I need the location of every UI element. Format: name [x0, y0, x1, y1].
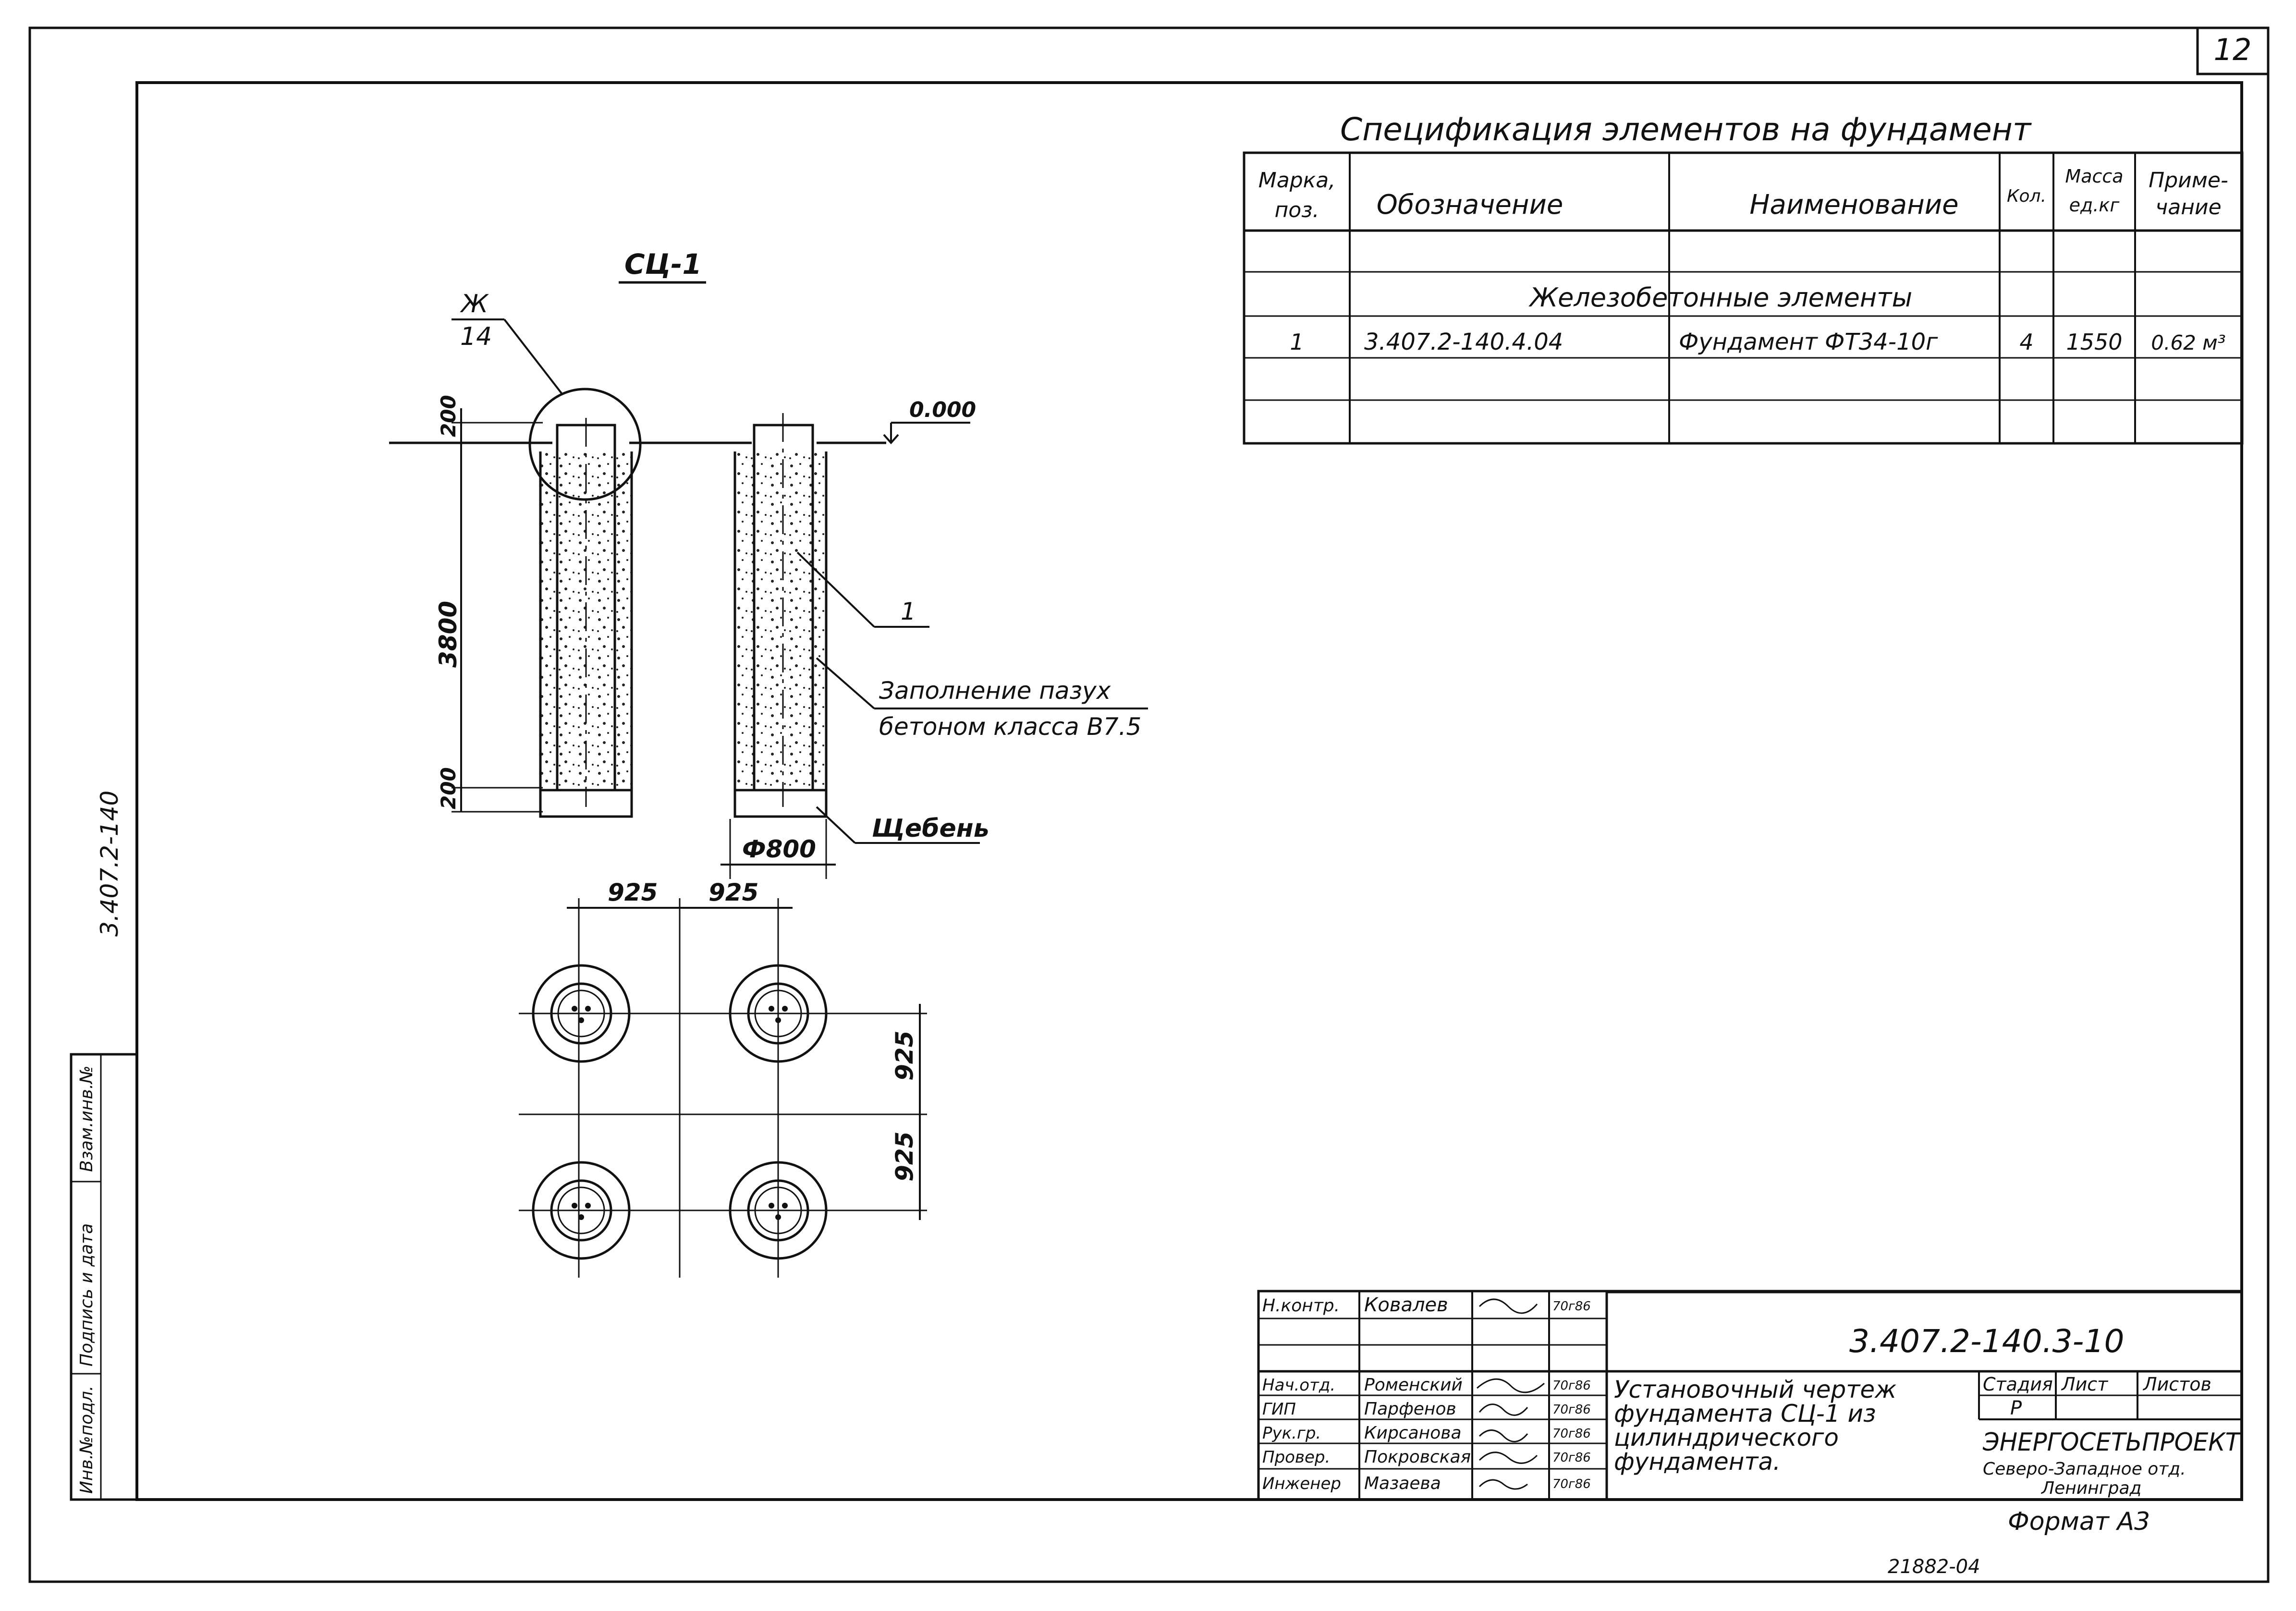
pile-left — [539, 418, 633, 818]
staff-name-3: Кирсанова — [1364, 1423, 1462, 1443]
staff-date-1: 70г86 — [1552, 1379, 1591, 1393]
staff-name-1: Роменский — [1364, 1375, 1463, 1395]
staff-date-3: 70г86 — [1552, 1427, 1591, 1441]
header-mark-1: Марка, — [1258, 168, 1335, 193]
plan-spacing-v2: 925 — [891, 1132, 918, 1182]
branch-line-1: Северо-Западное отд. — [1983, 1459, 2186, 1479]
stage-value: Р — [2010, 1397, 2022, 1419]
header-mass-1: Масса — [2065, 166, 2123, 187]
stage-header: Стадия — [1983, 1374, 2053, 1395]
title-line-1: Установочный чертеж — [1614, 1376, 1896, 1404]
header-name: Наименование — [1749, 189, 1958, 220]
staff-role-3: Рук.гр. — [1262, 1424, 1321, 1443]
staff-role-2: ГИП — [1262, 1400, 1296, 1419]
plan-spacing-2: 925 — [708, 879, 758, 906]
signature-5 — [1478, 1479, 1528, 1490]
signature-2 — [1478, 1404, 1528, 1416]
staff-name-5: Мазаева — [1364, 1474, 1441, 1493]
title-line-4: фундамента. — [1614, 1448, 1781, 1476]
title-block: Н.контр. Ковалев 70г86 Нач.отд. Роменски… — [1257, 1290, 2243, 1501]
row-mass: 1550 — [2066, 329, 2122, 355]
inner-frame — [135, 81, 2243, 1501]
pile-right — [733, 413, 828, 818]
staff-name-2: Парфенов — [1364, 1399, 1456, 1419]
plan-foundation — [532, 1161, 631, 1260]
sheet-header: Лист — [2061, 1374, 2109, 1395]
level-mark: 0.000 — [909, 398, 976, 422]
staff-name-0: Ковалев — [1364, 1294, 1448, 1316]
staff-date-5: 70г86 — [1552, 1477, 1591, 1491]
fill-note-line2: бетоном класса В7.5 — [879, 713, 1141, 741]
diameter-label: Ф800 — [742, 835, 816, 863]
plan-spacing-v1: 925 — [891, 1031, 918, 1081]
plan-view: 925 925 925 925 — [519, 879, 927, 1278]
staff-name-4: Покровская — [1364, 1447, 1471, 1467]
fill-note-line1: Заполнение пазух — [879, 677, 1111, 705]
dim-depth: 3800 — [434, 601, 462, 668]
branch-line-2: Ленинград — [2040, 1478, 2141, 1498]
row-qty: 4 — [2019, 329, 2033, 355]
specification-table: Спецификация элементов на фундамент Марк… — [1243, 111, 2244, 445]
section-label: Железобетонные элементы — [1528, 282, 1912, 313]
document-code: 3.407.2-140.3-10 — [1849, 1323, 2124, 1360]
plan-foundation — [729, 964, 828, 1063]
signature-4 — [1478, 1452, 1538, 1464]
gravel-label: Щебень — [872, 814, 989, 843]
page-number: 12 — [2214, 32, 2252, 67]
page-number-box: 12 — [2196, 26, 2270, 75]
header-note-2: чание — [2155, 195, 2221, 220]
staff-role-1: Нач.отд. — [1262, 1376, 1335, 1395]
row-designation: 3.407.2-140.4.04 — [1364, 329, 1563, 355]
side-stamp-signature: Подпись и дата — [77, 1223, 97, 1367]
header-note-1: Приме- — [2149, 168, 2228, 193]
header-mark-2: поз. — [1274, 198, 1319, 222]
position-label: 1 — [901, 598, 916, 625]
header-designation: Обозначение — [1377, 189, 1563, 220]
row-mark: 1 — [1290, 329, 1304, 355]
side-stamp: Инв.№подл. Подпись и дата Взам.инв.№ — [70, 1053, 138, 1501]
plan-foundation — [729, 1161, 828, 1260]
staff-date-4: 70г86 — [1552, 1451, 1591, 1465]
row-name: Фундамент ФТ34-10г — [1679, 329, 1938, 355]
bottom-code: 21882-04 — [1888, 1556, 1980, 1578]
plan-spacing-1: 925 — [608, 879, 658, 906]
signature-3 — [1478, 1429, 1528, 1442]
signature-0 — [1478, 1298, 1538, 1314]
staff-date-0: 70г86 — [1552, 1299, 1591, 1314]
section-title: СЦ-1 — [624, 248, 702, 281]
side-stamp-inv: Инв.№подл. — [77, 1386, 97, 1494]
title-line-3: цилиндрического — [1614, 1424, 1839, 1452]
side-stamp-replace: Взам.инв.№ — [77, 1065, 97, 1172]
title-line-2: фундамента СЦ-1 из — [1614, 1400, 1876, 1428]
staff-role-4: Провер. — [1262, 1448, 1330, 1467]
plan-foundation — [532, 964, 631, 1063]
signature-1 — [1477, 1378, 1545, 1393]
section-drawing: СЦ-1 Ж 14 — [389, 248, 1148, 879]
dim-top: 200 — [437, 395, 460, 437]
sheet-format: Формат А3 — [2008, 1507, 2150, 1536]
dim-bottom: 200 — [437, 767, 460, 809]
spec-title: Спецификация элементов на фундамент — [1340, 111, 2032, 148]
outer-frame — [28, 26, 2270, 1583]
callout-bottom: 14 — [460, 322, 492, 351]
header-qty: Кол. — [2007, 186, 2046, 206]
side-code: 3.407.2-140 — [96, 791, 123, 937]
staff-date-2: 70г86 — [1552, 1403, 1591, 1417]
organization: ЭНЕРГОСЕТЬПРОЕКТ — [1982, 1428, 2242, 1457]
header-mass-2: ед.кг — [2069, 195, 2120, 216]
row-note: 0.62 м³ — [2151, 331, 2225, 354]
callout-top: Ж — [460, 290, 489, 318]
staff-role-5: Инженер — [1262, 1474, 1341, 1493]
staff-role-0: Н.контр. — [1262, 1296, 1340, 1316]
sheets-header: Листов — [2142, 1374, 2211, 1395]
